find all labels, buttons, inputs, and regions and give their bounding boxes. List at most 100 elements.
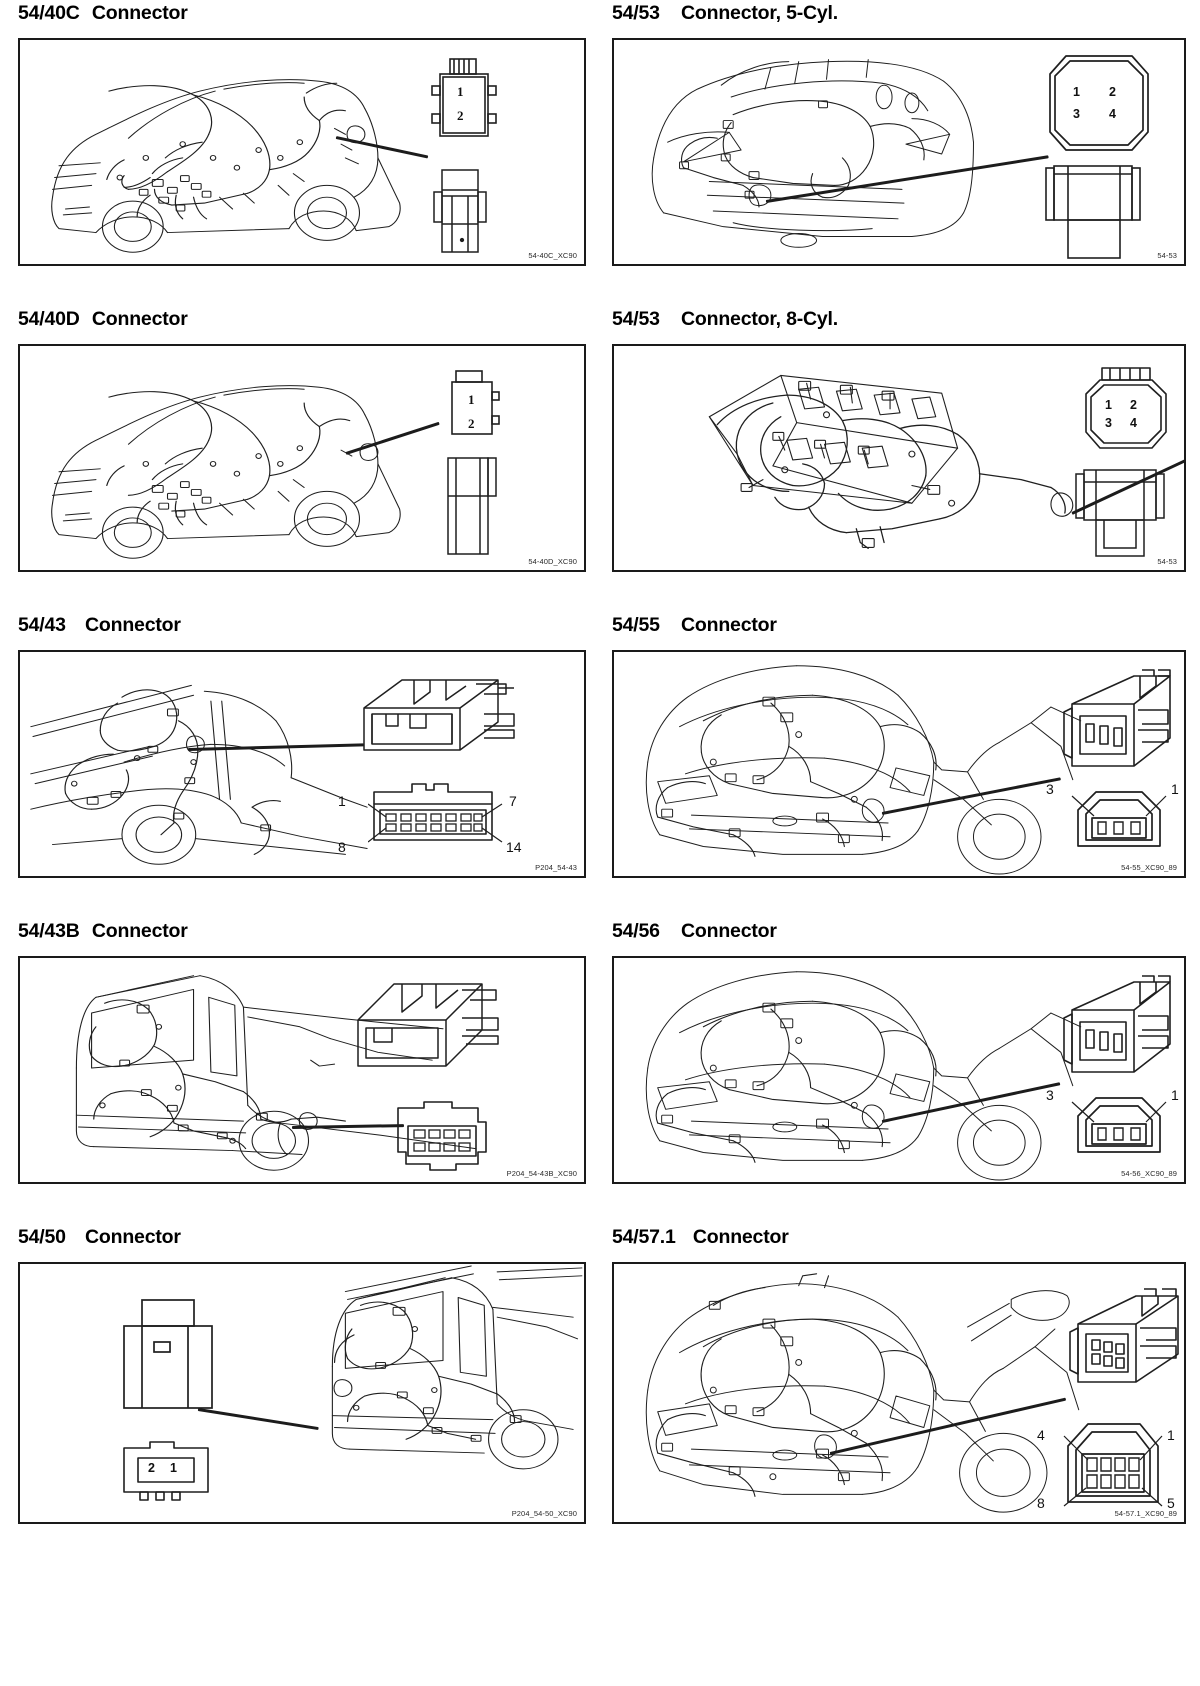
- panel-title-54-55: 54/55 Connector: [612, 614, 1186, 637]
- connector-pinout-8: [390, 1100, 494, 1176]
- callout-pin-8: 8: [1037, 1495, 1045, 1511]
- callout-pin-1: 1: [1167, 1427, 1175, 1443]
- figure-code: 54-55_XC90_89: [1121, 863, 1177, 872]
- panel-label: Connector: [681, 920, 777, 942]
- pin-number-2: 2: [1130, 398, 1137, 412]
- diagram-frame-54-43B: P204_54-43B_XC90: [18, 956, 586, 1184]
- figure-code: 54-40D_XC90: [528, 557, 577, 566]
- vehicle-illustration: [20, 652, 584, 876]
- connector-housing-3d: [350, 972, 506, 1084]
- panel-title-54-56: 54/56 Connector: [612, 920, 1186, 943]
- callout-pin-1: 1: [338, 793, 346, 809]
- panel-code: 54/43: [18, 614, 66, 636]
- panel-title-54-43: 54/43 Connector: [18, 614, 586, 637]
- connector-housing-8pin: [1062, 1286, 1184, 1398]
- pin-number-1: 1: [468, 392, 475, 407]
- engine-harness-illustration: [614, 346, 1184, 570]
- panel-label: Connector: [681, 614, 777, 636]
- diagram-frame-54-53-5cyl: 1 2 3 4: [612, 38, 1186, 266]
- pin-number-4: 4: [1130, 416, 1137, 430]
- vehicle-illustration: [20, 1264, 584, 1522]
- diagram-frame-54-40C: 1 2 54: [18, 38, 586, 266]
- figure-code: 54-40C_XC90: [528, 251, 577, 260]
- connector-pinout-8: [1060, 1416, 1170, 1512]
- diagram-frame-54-50: 2 1 P204_54-50_XC90: [18, 1262, 586, 1524]
- panel-code: 54/40D: [18, 308, 80, 330]
- connector-pinout-14: [367, 780, 512, 854]
- callout-pin-4: 4: [1037, 1427, 1045, 1443]
- connector-side-view: [1070, 468, 1182, 564]
- panel-label: Connector: [91, 308, 188, 330]
- vehicle-illustration: [20, 346, 584, 570]
- vehicle-illustration: [614, 652, 1184, 876]
- panel-label: Connector: [91, 2, 188, 24]
- connector-pinout-3: [1070, 1090, 1168, 1162]
- panel-code: 54/56: [612, 920, 660, 942]
- vehicle-illustration: [20, 40, 584, 264]
- panel-label: Connector: [91, 920, 188, 942]
- callout-pin-3: 3: [1046, 781, 1054, 797]
- pin-number-2: 2: [457, 108, 464, 123]
- connector-pinout-3: [1070, 784, 1168, 856]
- connector-detail-2pin: 1 2: [438, 368, 518, 448]
- panel-label: Connector: [692, 1226, 789, 1248]
- vehicle-illustration: [614, 40, 1184, 264]
- panel-title-54-50: 54/50 Connector: [18, 1226, 586, 1249]
- connector-detail-4pin: 1 2 3 4: [1044, 52, 1154, 156]
- pin-number-1: 1: [1105, 398, 1112, 412]
- callout-pin-5: 5: [1167, 1495, 1175, 1511]
- callout-pin-1: 1: [1171, 1087, 1179, 1103]
- connector-housing-3pin: [1058, 668, 1178, 780]
- panel-code: 54/43B: [18, 920, 80, 942]
- left-column: 54/40C Connector: [18, 2, 586, 1524]
- figure-code: 54-57.1_XC90_89: [1114, 1509, 1177, 1518]
- connector-detail-2pin: 1 2: [424, 56, 510, 152]
- pin-number-2: 2: [1109, 85, 1116, 99]
- connector-side-view: [426, 456, 516, 556]
- panel-54-40D: 54/40D Connector: [18, 308, 586, 572]
- pin-number-1: 1: [457, 84, 464, 99]
- panel-54-53-5cyl: 54/53 Connector, 5-Cyl.: [612, 2, 1186, 266]
- panel-54-43: 54/43 Connector: [18, 614, 586, 878]
- panel-54-43B: 54/43B Connector: [18, 920, 586, 1184]
- connector-body-front: [116, 1298, 220, 1414]
- figure-code: P204_54-50_XC90: [511, 1509, 577, 1518]
- pin-number-4: 4: [1109, 107, 1116, 121]
- panel-title-54-43B: 54/43B Connector: [18, 920, 586, 943]
- panel-label: Connector, 8-Cyl.: [681, 308, 838, 330]
- panel-54-56: 54/56 Connector: [612, 920, 1186, 1184]
- panel-label: Connector, 5-Cyl.: [681, 2, 838, 24]
- panel-title-54-57-1: 54/57.1 Connector: [612, 1226, 1186, 1249]
- panel-title-54-40C: 54/40C Connector: [18, 2, 586, 25]
- vehicle-illustration: [614, 958, 1184, 1182]
- panel-title-54-53-8cyl: 54/53 Connector, 8-Cyl.: [612, 308, 1186, 331]
- diagram-frame-54-55: 3 1 54-55_XC90_89: [612, 650, 1186, 878]
- pin-number-1: 1: [1073, 85, 1080, 99]
- panel-code: 54/40C: [18, 2, 80, 24]
- pin-number-3: 3: [1073, 107, 1080, 121]
- panel-54-55: 54/55 Connector: [612, 614, 1186, 878]
- connector-housing-3d: [356, 670, 524, 774]
- panel-code: 54/53: [612, 308, 660, 330]
- pin-number-1: 1: [170, 1461, 177, 1475]
- callout-pin-7: 7: [509, 793, 517, 809]
- right-column: 54/53 Connector, 5-Cyl.: [600, 0, 1200, 1686]
- pin-number-2: 2: [148, 1461, 155, 1475]
- callout-pin-3: 3: [1046, 1087, 1054, 1103]
- panel-title-54-53-5cyl: 54/53 Connector, 5-Cyl.: [612, 2, 1186, 25]
- panel-code: 54/53: [612, 2, 660, 24]
- callout-pin-14: 14: [506, 839, 522, 855]
- connector-side-view: [1038, 164, 1158, 260]
- figure-code: P204_54-43: [535, 863, 577, 872]
- panel-54-57-1: 54/57.1 Connector: [612, 1226, 1186, 1524]
- callout-pin-8: 8: [338, 839, 346, 855]
- panel-54-50: 54/50 Connector: [18, 1226, 586, 1524]
- figure-code: 54-53: [1157, 557, 1177, 566]
- callout-pin-1: 1: [1171, 781, 1179, 797]
- pin-number-2: 2: [468, 416, 475, 431]
- diagram-frame-54-40D: 1 2 54-40D_XC90: [18, 344, 586, 572]
- panel-54-53-8cyl: 54/53 Connector, 8-Cyl.: [612, 308, 1186, 572]
- panel-label: Connector: [85, 1226, 181, 1248]
- connector-detail-4pin: 1 2 3 4: [1080, 366, 1172, 456]
